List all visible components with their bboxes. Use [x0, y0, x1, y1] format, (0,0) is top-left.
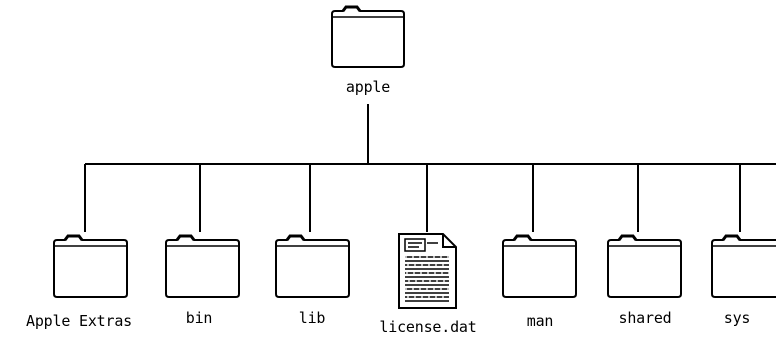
- folder-icon[interactable]: [331, 5, 405, 68]
- folder-icon[interactable]: [53, 234, 128, 298]
- folder-icon[interactable]: [502, 234, 577, 298]
- folder-icon[interactable]: [607, 234, 682, 298]
- child-label-shared: shared: [618, 309, 672, 327]
- child-label-sys: sys: [723, 309, 751, 327]
- child-label-bin: bin: [185, 309, 213, 327]
- child-label-license: license.dat: [379, 318, 477, 336]
- folder-icon[interactable]: [711, 234, 776, 298]
- document-icon[interactable]: [398, 233, 457, 309]
- child-label-man: man: [526, 312, 554, 330]
- child-label-lib: lib: [298, 309, 326, 327]
- child-label-apple-extras: Apple Extras: [26, 312, 132, 330]
- root-folder-label: apple: [345, 78, 391, 96]
- folder-icon[interactable]: [275, 234, 350, 298]
- tree-connectors: [84, 104, 776, 232]
- folder-icon[interactable]: [165, 234, 240, 298]
